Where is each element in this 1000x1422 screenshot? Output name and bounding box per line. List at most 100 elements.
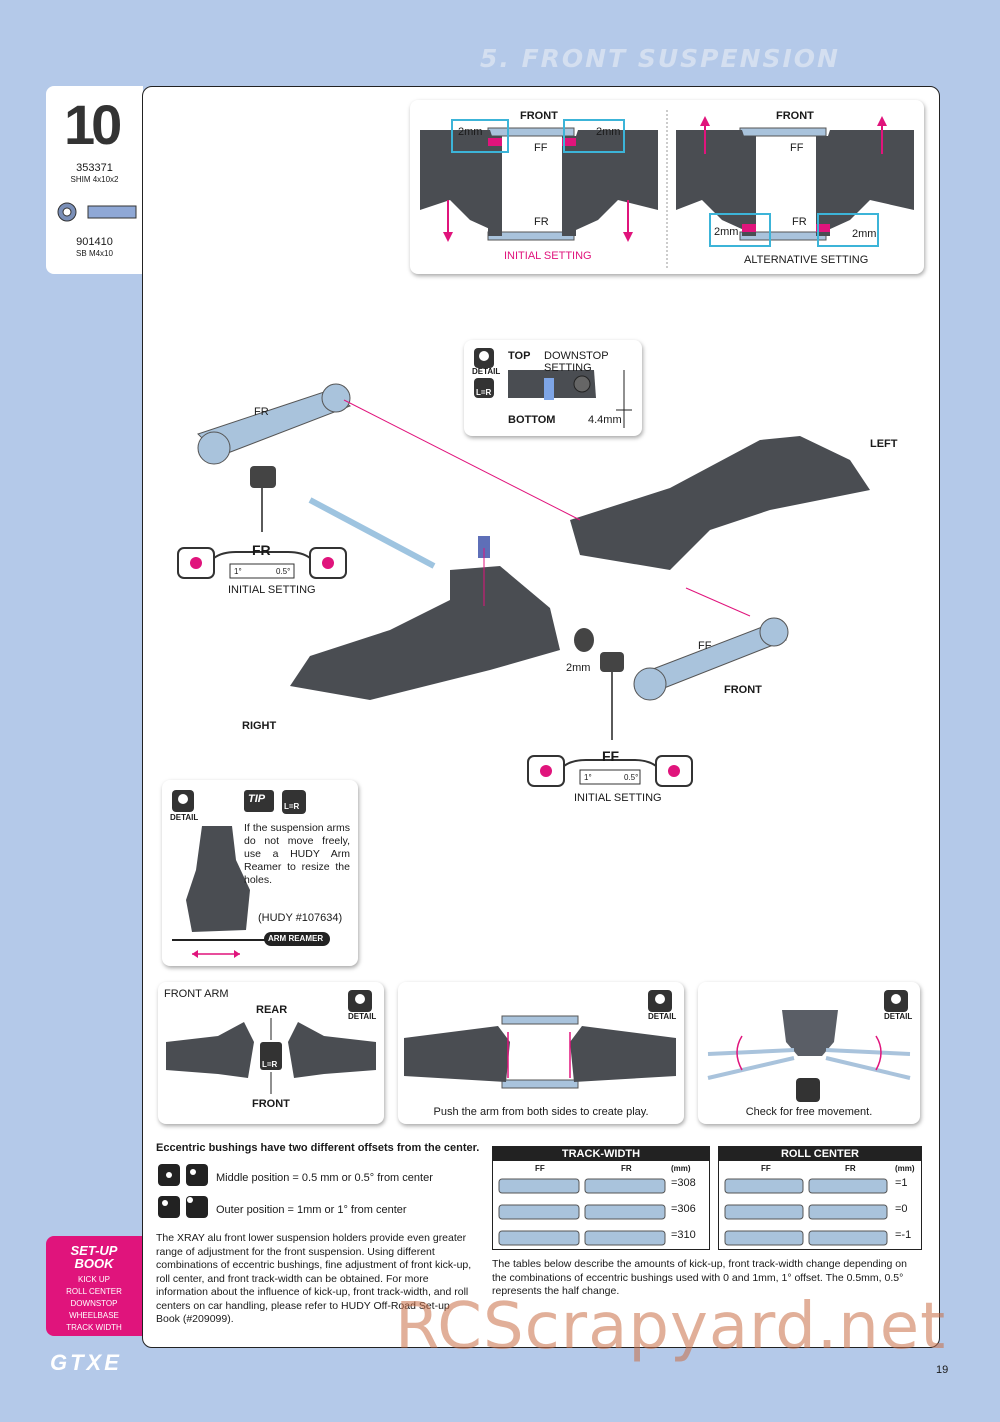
setup-book-item: ROLL CENTER DOWNSTOP — [66, 1287, 122, 1308]
ff-label: FF — [790, 142, 804, 154]
setup-book-badge: SET-UP BOOK KICK UP ROLL CENTER DOWNSTOP… — [46, 1236, 142, 1336]
front-label: FRONT — [252, 1098, 290, 1110]
tip-graphics — [172, 790, 330, 958]
rear-label: REAR — [256, 1004, 288, 1016]
table-value: =1 — [895, 1177, 908, 1189]
fr-label: FR — [534, 216, 549, 228]
detail-label: DETAIL — [170, 813, 199, 822]
setup-book-title: SET-UP — [70, 1243, 118, 1258]
free-movement-caption: Check for free movement. — [745, 1106, 873, 1118]
bushing-selector-graphic — [527, 755, 693, 787]
fr-setting-title: FR — [252, 542, 271, 558]
offset-left: 1° — [584, 773, 592, 782]
shim-size-label: 10 — [64, 93, 122, 156]
lr-label: L=R — [476, 388, 492, 397]
front-label: FRONT — [776, 110, 814, 122]
bushing-icons — [158, 1164, 208, 1218]
section-title: 5. FRONT SUSPENSION — [480, 44, 840, 73]
shim-dimension: 2mm — [566, 662, 591, 674]
top-label: TOP — [508, 350, 531, 362]
fr-label: FR — [792, 216, 807, 228]
front-label: FRONT — [520, 110, 558, 122]
column-header: FF — [535, 1164, 545, 1173]
shim-and-screw-icon — [57, 202, 137, 222]
right-label: RIGHT — [242, 720, 277, 732]
bushings-section: Eccentric bushings have two different of… — [156, 1142, 486, 1325]
offset-left: 1° — [234, 567, 242, 576]
bottom-label: BOTTOM — [508, 414, 556, 426]
ff-setting-title: FF — [602, 748, 620, 764]
roll-center-table: ROLL CENTER FF FR (mm) =1 =0 =-1 — [718, 1146, 922, 1250]
push-arm-caption: Push the arm from both sides to create p… — [433, 1106, 649, 1118]
parts-panel: 10 353371 SHIM 4x10x2 901410 SB M4x10 — [46, 86, 143, 274]
tip-box: DETAIL TIP L=R If the suspension arms do… — [162, 780, 358, 966]
lr-label: L=R — [284, 802, 300, 811]
table-title: TRACK-WIDTH — [493, 1147, 709, 1161]
table-value: =310 — [671, 1229, 696, 1241]
track-width-table: TRACK-WIDTH FF FR (mm) =308 =306 =310 — [492, 1146, 710, 1250]
arm-reamer-label: ARM REAMER — [268, 934, 324, 943]
downstop-title: DOWNSTOP SETTING — [544, 350, 609, 374]
front-arm-box: DETAIL FRONT ARM REAR FRONT L=R — [158, 982, 384, 1124]
setup-book-item: WHEELBASE — [69, 1311, 119, 1320]
tables-note: The tables below describe the amounts of… — [492, 1258, 907, 1297]
front-label: FRONT — [724, 684, 762, 696]
ff-bushing-setting: FF 1° 0.5° — [526, 748, 694, 788]
fr-bushing-setting: FR 1° 0.5° — [176, 542, 348, 580]
column-header: FR — [845, 1164, 856, 1173]
offset-right: 0.5° — [276, 567, 291, 576]
part-description: SB M4x10 — [76, 249, 113, 258]
downstop-setting-box: DETAIL L=R TOP DOWNSTOP SETTING BOTTOM 4… — [464, 340, 642, 436]
hudy-part-number: (HUDY #107634) — [258, 912, 343, 924]
setup-book-title: BOOK — [74, 1256, 114, 1271]
lr-label: L=R — [262, 1060, 278, 1069]
front-arm-graphics — [166, 990, 376, 1094]
front-arm-title: FRONT ARM — [164, 988, 229, 1000]
watermark: RCScrapyard.net — [395, 1290, 947, 1364]
free-movement-box: DETAIL Check for free movement. — [698, 982, 920, 1124]
ff-label: FF — [534, 142, 548, 154]
middle-position-text: Middle position = 0.5 mm or 0.5° from ce… — [216, 1172, 433, 1184]
outer-position-text: Outer position = 1mm or 1° from center — [216, 1204, 407, 1216]
shim-dimension: 2mm — [458, 126, 483, 138]
fr-label: FR — [254, 406, 269, 418]
left-label: LEFT — [870, 438, 898, 450]
setting-diagram — [420, 110, 914, 268]
offset-right: 0.5° — [624, 773, 639, 782]
initial-setting-caption: INITIAL SETTING — [504, 250, 592, 262]
downstop-value: 4.4mm — [588, 414, 622, 426]
shim-dimension: 2mm — [714, 226, 739, 238]
shim-dimension: 2mm — [596, 126, 621, 138]
page-number: 19 — [936, 1364, 949, 1376]
detail-label: DETAIL — [884, 1012, 913, 1021]
push-arm-graphics — [404, 990, 676, 1089]
table-value: =-1 — [895, 1229, 912, 1241]
alternative-setting-caption: ALTERNATIVE SETTING — [744, 254, 869, 266]
table-value: =308 — [671, 1177, 696, 1189]
part-number: 353371 — [76, 162, 113, 174]
setting-diagram-box: FRONT FF FR 2mm 2mm INITIAL SETTING FRON… — [410, 100, 924, 274]
table-value: =306 — [671, 1203, 696, 1215]
initial-setting-caption: INITIAL SETTING — [574, 792, 662, 804]
downstop-diagram — [474, 348, 632, 428]
column-header: FR — [621, 1164, 632, 1173]
setup-book-item: KICK UP — [77, 1275, 110, 1284]
part-description: SHIM 4x10x2 — [70, 175, 119, 184]
main-panel — [142, 86, 940, 1348]
detail-label: DETAIL — [472, 367, 501, 376]
push-arm-box: DETAIL Push the arm from both sides to c… — [398, 982, 684, 1124]
suspension-exploded-diagram — [197, 383, 870, 740]
setup-book-item: TRACK WIDTH — [66, 1323, 122, 1332]
part-number: 901410 — [76, 236, 113, 248]
detail-label: DETAIL — [348, 1012, 377, 1021]
brand-logo: GTXE — [50, 1350, 122, 1375]
bushings-heading: Eccentric bushings have two different of… — [156, 1142, 480, 1154]
table-value: =0 — [895, 1203, 908, 1215]
bushings-paragraph: The XRAY alu front lower suspension hold… — [156, 1232, 472, 1325]
initial-setting-caption: INITIAL SETTING — [228, 584, 316, 596]
shim-dimension: 2mm — [852, 228, 877, 240]
column-header: (mm) — [671, 1164, 691, 1173]
column-header: FF — [761, 1164, 771, 1173]
column-header: (mm) — [895, 1164, 915, 1173]
holder-icons — [724, 1178, 888, 1246]
